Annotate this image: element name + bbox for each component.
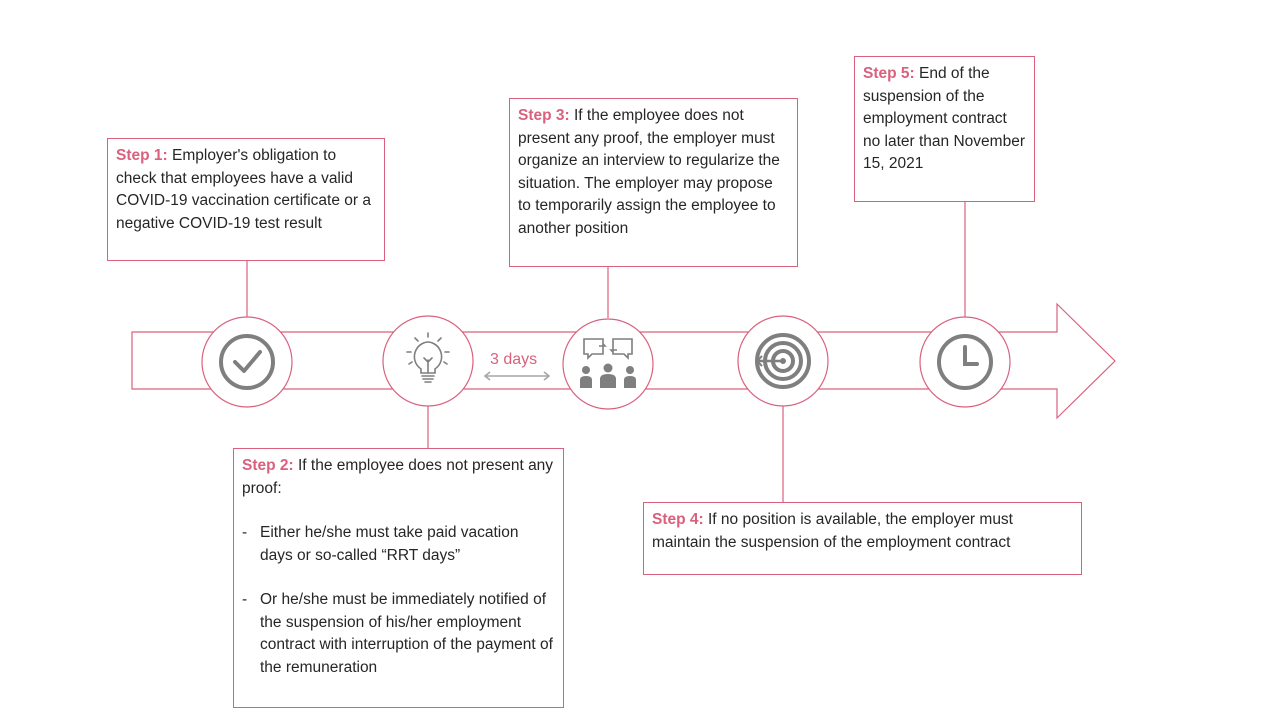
step-2-bullet-text: Or he/she must be immediately notified o… xyxy=(260,591,553,676)
step-1-box: Step 1: Employer's obligation to check t… xyxy=(107,138,385,261)
step-5-text: End of the suspension of the employment … xyxy=(863,65,1025,172)
step-3-icon-circle xyxy=(562,318,654,410)
step-2-label: Step 2: xyxy=(242,457,294,474)
step-1-label: Step 1: xyxy=(116,147,168,164)
lightbulb-icon xyxy=(406,332,450,383)
interval-arrow xyxy=(483,371,551,381)
step-2-bullet: - Either he/she must take paid vacation … xyxy=(242,524,519,564)
step-2-intro: If the employee does not present any pro… xyxy=(242,457,554,497)
step-5-box: Step 5: End of the suspension of the emp… xyxy=(854,56,1035,202)
step-2-bullet: - Or he/she must be immediately notified… xyxy=(242,591,553,676)
target-icon xyxy=(755,333,811,389)
step-2-icon-circle xyxy=(382,315,474,407)
interval-label: 3 days xyxy=(490,351,538,368)
step-4-label: Step 4: xyxy=(652,511,704,528)
step-3-label: Step 3: xyxy=(518,107,570,124)
step-3-text: If the employee does not present any pro… xyxy=(518,107,780,237)
step-4-icon-circle xyxy=(737,315,829,407)
clock-icon xyxy=(937,334,993,390)
step-1-icon-circle xyxy=(201,316,293,408)
step-2-bullet-text: Either he/she must take paid vacation da… xyxy=(260,524,519,564)
step-1-text: Employer's obligation to check that empl… xyxy=(116,147,371,232)
step-3-box: Step 3: If the employee does not present… xyxy=(509,98,798,267)
step-4-box: Step 4: If no position is available, the… xyxy=(643,502,1082,575)
step-5-label: Step 5: xyxy=(863,65,915,82)
meeting-people-icon xyxy=(580,338,636,388)
step-5-icon-circle xyxy=(919,316,1011,408)
check-circle-icon xyxy=(219,334,275,390)
step-4-text: If no position is available, the employe… xyxy=(652,511,1013,551)
step-2-box: Step 2: If the employee does not present… xyxy=(233,448,564,708)
